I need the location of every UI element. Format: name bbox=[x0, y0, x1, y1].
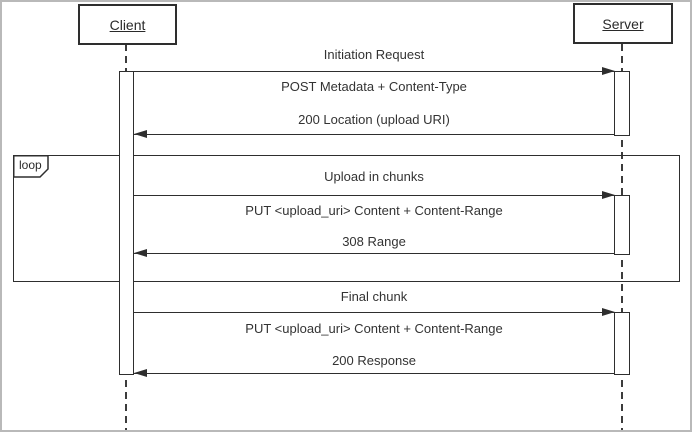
server-activation-bar-3 bbox=[614, 312, 630, 375]
arrowhead-left-3-icon bbox=[134, 369, 147, 377]
actor-server-label: Server bbox=[602, 15, 644, 32]
loop-frame: loop bbox=[12, 154, 680, 282]
actor-box-server: Server bbox=[573, 3, 673, 44]
section-1-request-label: POST Metadata + Content-Type bbox=[281, 79, 467, 94]
server-activation-bar-2 bbox=[614, 195, 630, 255]
arrowhead-right-2-icon bbox=[602, 191, 615, 199]
client-activation-bar bbox=[119, 71, 134, 375]
section-2-request-label: PUT <upload_uri> Content + Content-Range bbox=[245, 203, 503, 218]
loop-tab-pentagon bbox=[12, 154, 49, 178]
return-arrow-1 bbox=[134, 134, 614, 135]
return-arrow-2 bbox=[134, 253, 614, 254]
section-1-response-label: 200 Location (upload URI) bbox=[298, 112, 450, 127]
request-arrow-3 bbox=[134, 312, 614, 313]
section-2-title: Upload in chunks bbox=[324, 169, 424, 184]
section-1-title: Initiation Request bbox=[323, 47, 425, 62]
server-activation-bar-1 bbox=[614, 71, 630, 136]
request-arrow-1 bbox=[134, 71, 614, 72]
loop-label: loop bbox=[19, 158, 42, 172]
actor-box-client: Client bbox=[78, 4, 177, 45]
arrowhead-right-1-icon bbox=[602, 67, 615, 75]
section-3-response-label: 200 Response bbox=[332, 353, 416, 368]
section-2-response-label: 308 Range bbox=[342, 234, 406, 249]
arrowhead-left-2-icon bbox=[134, 249, 147, 257]
actor-client-label: Client bbox=[109, 16, 146, 33]
return-arrow-3 bbox=[134, 373, 614, 374]
arrowhead-right-3-icon bbox=[602, 308, 615, 316]
section-3-request-label: PUT <upload_uri> Content + Content-Range bbox=[245, 321, 503, 336]
arrowhead-left-1-icon bbox=[134, 130, 147, 138]
section-3-title: Final chunk bbox=[340, 289, 408, 304]
request-arrow-2 bbox=[134, 195, 614, 196]
